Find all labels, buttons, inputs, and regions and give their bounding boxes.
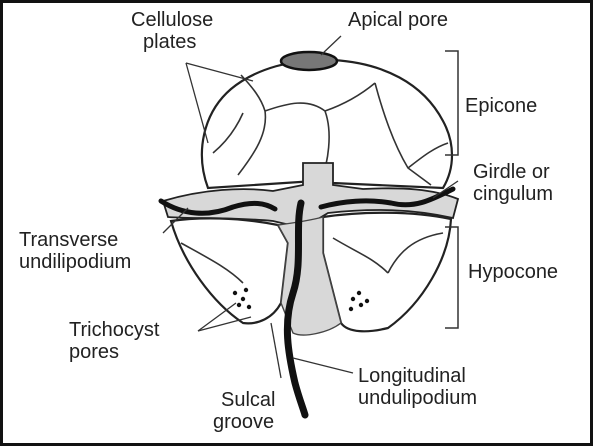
hypocone-label: Hypocone xyxy=(468,261,558,283)
sulcal-groove-label: Sulcal groove xyxy=(213,389,275,433)
transverse-undilipodium-label: Transverse undilipodium xyxy=(19,229,131,273)
trichocyst-pores-label: Trichocyst pores xyxy=(69,319,159,363)
apical-pore-label: Apical pore xyxy=(348,9,448,31)
cellulose-plates-label: Cellulose plates xyxy=(131,9,213,53)
dinoflagellate-drawing xyxy=(3,3,593,446)
apical-pore-shape xyxy=(281,52,337,70)
girdle-label: Girdle or cingulum xyxy=(473,161,553,205)
longitudinal-undulipodium-label: Longitudinal undulipodium xyxy=(358,365,477,409)
epicone-label: Epicone xyxy=(465,95,537,117)
